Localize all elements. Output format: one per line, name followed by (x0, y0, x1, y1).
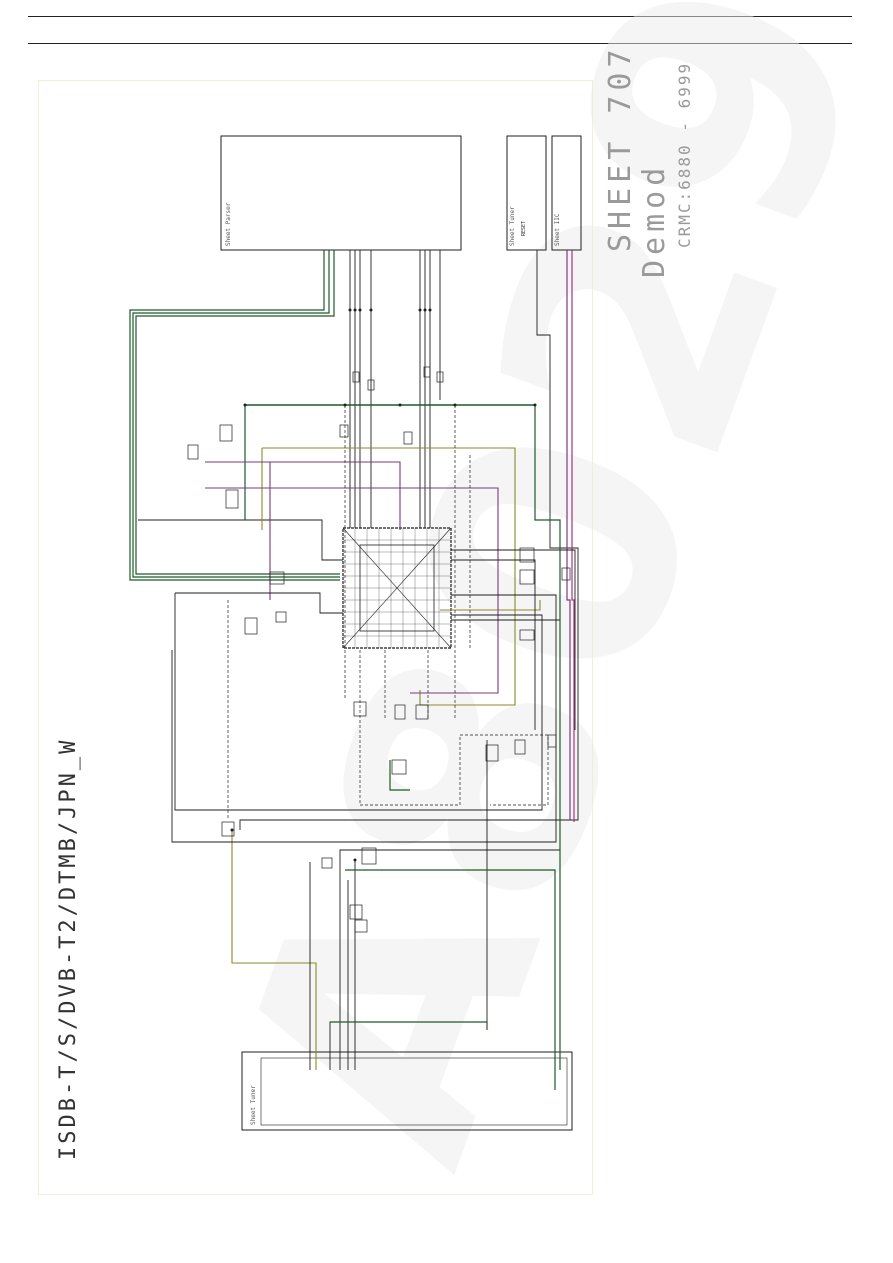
tuner-top-reset-label: RESET (521, 220, 527, 236)
tuner-top-block-label: Sheet Tuner (509, 206, 516, 246)
header-bottom-rule (28, 43, 852, 44)
tuner-bottom-inner (260, 1057, 568, 1126)
tuner-top-block (506, 135, 547, 251)
iic-block-label: Sheet IIC (554, 213, 561, 246)
demod-ic (342, 527, 452, 649)
tuner-bottom-block-label: Sheet Tuner (250, 1085, 257, 1125)
sheet-number-title: SHEET 707 (603, 44, 638, 252)
header-top-rule (28, 16, 852, 17)
parser-block-label: Sheet Parser (225, 202, 232, 246)
sheet-name-title: Demod (637, 162, 672, 278)
schematic-sheet-frame (38, 80, 593, 1195)
crmc-range-title: CRMC:6880 - 6999 (675, 61, 694, 248)
broadcast-standard-title: ISDB-T/S/DVB-T2/DTMB/JPN_W (56, 737, 81, 1160)
tuner-bottom-block (241, 1051, 573, 1131)
parser-block (220, 135, 462, 251)
